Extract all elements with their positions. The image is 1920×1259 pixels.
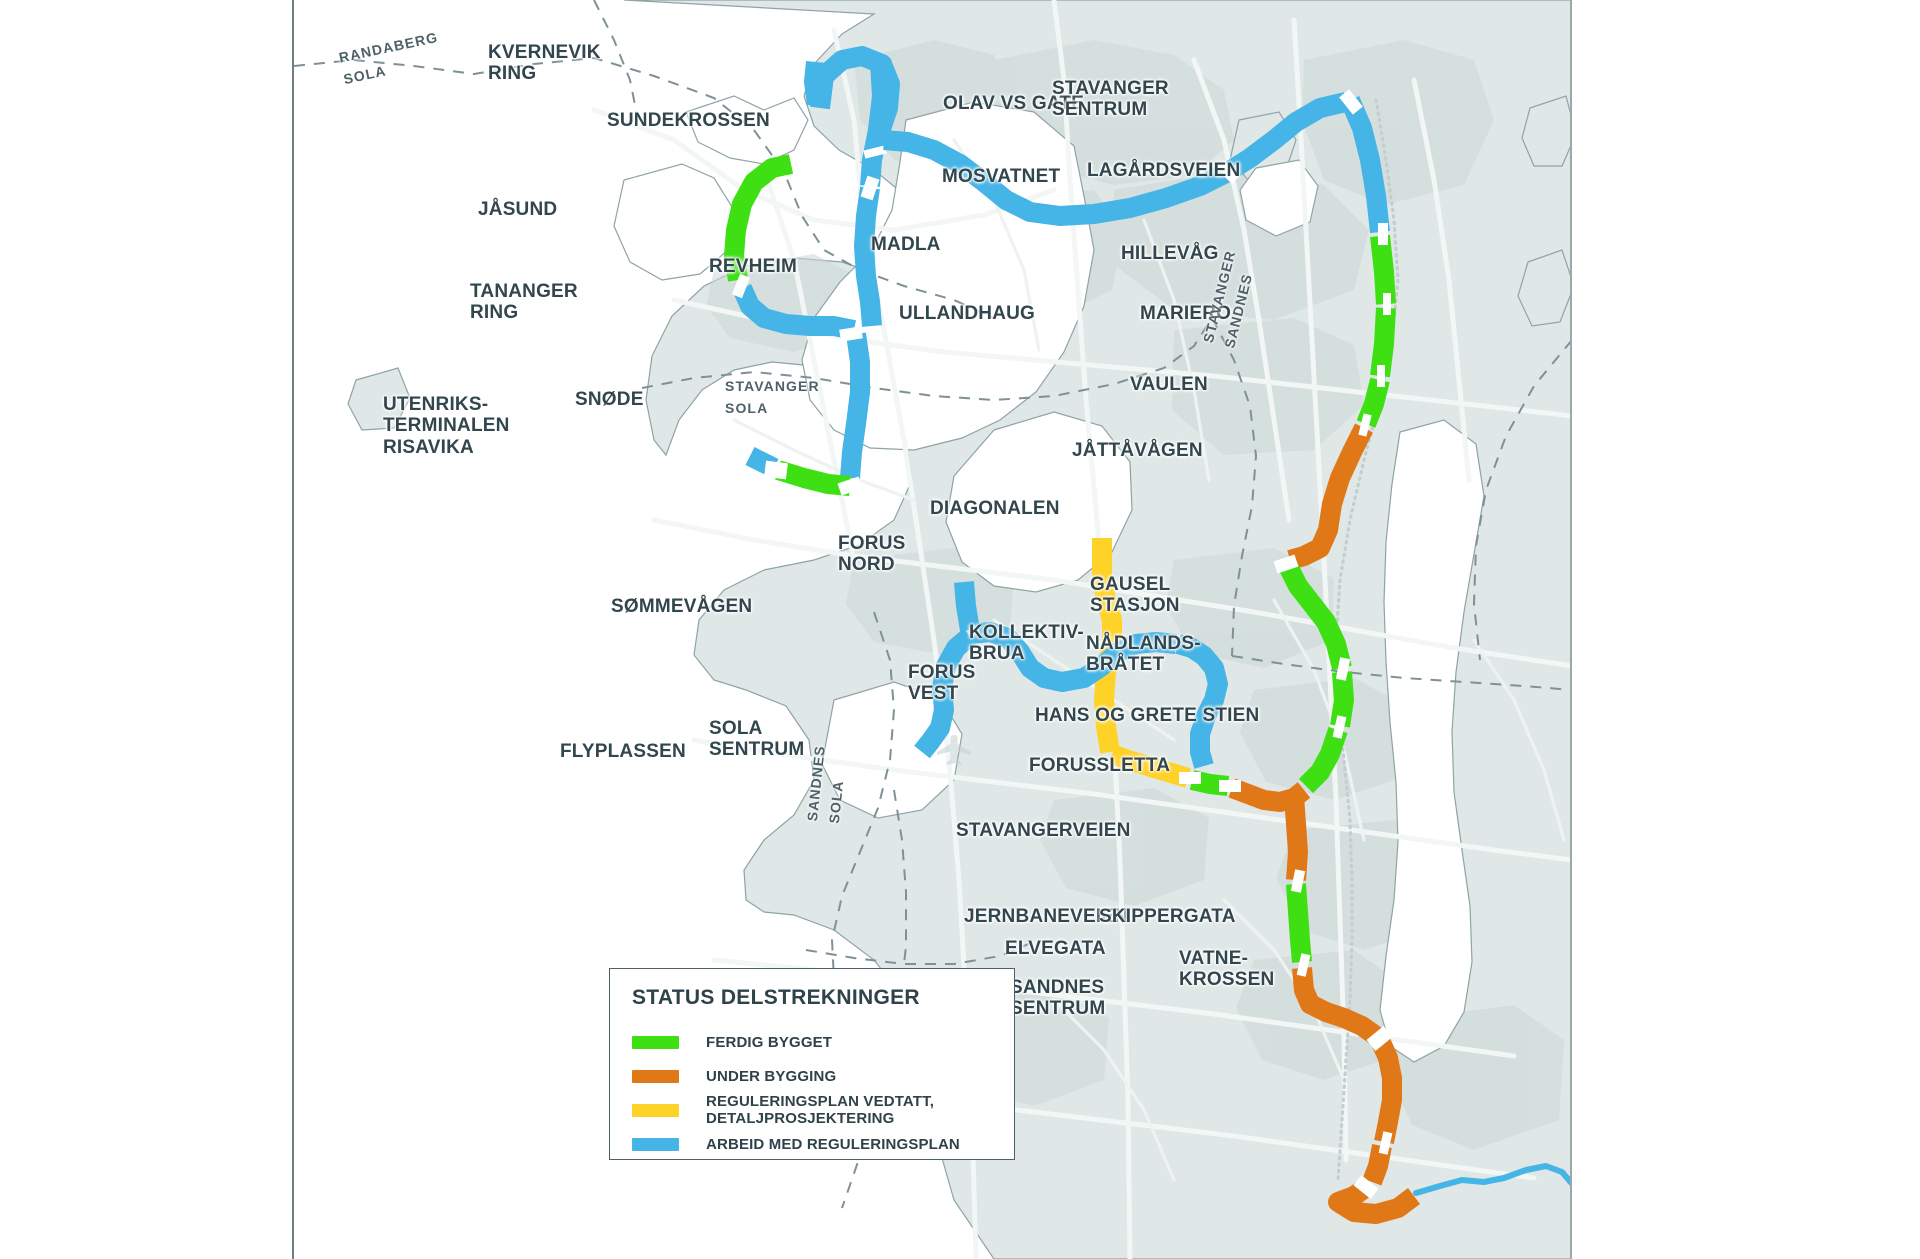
place-label-olav-vs-gate: OLAV VS GATE (943, 93, 1085, 114)
route-forus-nord (1092, 538, 1122, 754)
route-forus-vest (1108, 744, 1191, 788)
place-label-nadlandsbratet: NÅDLANDS- BRÅTET (1086, 633, 1201, 676)
base-map-svg: .land { fill:#dfe8e7; stroke:#8fa3a6; st… (294, 0, 1570, 1259)
place-label-jattavagen: JÅTTÅVÅGEN (1072, 440, 1203, 461)
route-diagonalen-gausel (1279, 561, 1352, 671)
place-label-diagonalen: DIAGONALEN (930, 498, 1060, 519)
route-hans-og-grete-stien (1284, 795, 1308, 881)
route-jattavagen (1287, 423, 1373, 570)
place-label-flyplassen: FLYPLASSEN (560, 741, 686, 762)
place-label-lagardsveien: LAGÅRDSVEIEN (1087, 160, 1241, 181)
route-sandnes-sentrum (1328, 1177, 1420, 1224)
route-sommevagen-north (954, 581, 980, 632)
place-label-jasund: JÅSUND (478, 199, 558, 220)
place-label-madla: MADLA (871, 234, 941, 255)
legend-item-1[interactable]: UNDER BYGGING (632, 1059, 992, 1093)
place-label-forus-nord: FORUS NORD (838, 533, 906, 576)
legend-item-0[interactable]: FERDIG BYGGET (632, 1025, 992, 1059)
route-sundekrossen-stavanger (860, 61, 892, 187)
place-label-sola-sentrum: SOLA SENTRUM (709, 718, 805, 761)
place-label-forus-vest: FORUS VEST (908, 662, 976, 705)
place-label-mosvatnet: MOSVATNET (942, 166, 1061, 187)
place-label-sandnes-sentrum: SANDNES SENTRUM (1010, 977, 1106, 1020)
border-label-sandnes-sola-border: SANDNES SOLA (803, 744, 846, 825)
busway-routes (724, 46, 1570, 1224)
route-north-connector (854, 186, 882, 327)
route-snode (840, 332, 870, 479)
place-label-gausel-stasjon: GAUSEL STASJON (1090, 574, 1180, 617)
route-jasund (724, 154, 794, 282)
place-label-hillevag: HILLEVÅG (1121, 243, 1219, 264)
place-label-hans-og-grete-stien: HANS OG GRETE STIEN (1035, 705, 1260, 726)
place-label-forussletta: FORUSSLETTA (1029, 755, 1171, 776)
place-label-vatnekrossen: VATNE- KROSSEN (1179, 948, 1275, 991)
legend-swatch-3 (632, 1137, 679, 1151)
place-label-skippergata: SKIPPERGATA (1099, 906, 1236, 927)
route-lagardsveien (1340, 96, 1390, 234)
route-forussletta (1286, 883, 1312, 963)
place-label-snode: SNØDE (575, 389, 644, 410)
legend-panel: STATUS DELSTREKNINGER FERDIG BYGGET UNDER… (609, 968, 1015, 1160)
legend-item-3[interactable]: ARBEID MED REGULERINGSPLAN (632, 1127, 992, 1161)
legend-swatch-2 (632, 1103, 679, 1117)
place-label-tanangerring: TANANGER RING (470, 281, 578, 324)
place-label-kvernevik-ring: KVERNEVIK RING (488, 42, 601, 85)
airplane-icon (937, 735, 971, 765)
map-canvas[interactable]: .land { fill:#dfe8e7; stroke:#8fa3a6; st… (292, 0, 1572, 1259)
route-forus-connector (1175, 634, 1228, 769)
legend-swatch-0 (632, 1035, 679, 1049)
place-label-sommevagen: SØMMEVÅGEN (611, 596, 753, 617)
legend-rows: FERDIG BYGGET UNDER BYGGING REGULERINGSPLA… (632, 1025, 992, 1161)
legend-label-0: FERDIG BYGGET (706, 1033, 833, 1051)
route-vatnekrossen (1413, 1163, 1570, 1196)
place-label-utenriksterminalen: UTENRIKS- TERMINALEN RISAVIKA (383, 394, 510, 458)
legend-title: STATUS DELSTREKNINGER (632, 986, 920, 1009)
legend-label-1: UNDER BYGGING (706, 1067, 837, 1085)
place-label-vaulen: VAULEN (1130, 374, 1208, 395)
place-label-ullandhaug: ULLANDHAUG (899, 303, 1036, 324)
place-label-mariero: MARIERO (1140, 303, 1232, 324)
route-sommevagen (914, 628, 977, 759)
legend-swatch-1 (632, 1069, 679, 1083)
place-label-stavangerveien: STAVANGERVEIEN (956, 820, 1131, 841)
legend-label-3: ARBEID MED REGULERINGSPLAN (706, 1135, 960, 1153)
route-sola-sentrum (969, 622, 1177, 692)
place-label-sundekrossen: SUNDEKROSSEN (607, 110, 770, 131)
place-label-kollektivbrua: KOLLEKTIV- BRUA (969, 622, 1084, 665)
place-label-revheim: REVHEIM (709, 256, 797, 277)
route-stavangerveien (1292, 967, 1382, 1045)
legend-label-2: REGULERINGSPLAN VEDTATT, DETALJPROSJEKTE… (706, 1093, 935, 1127)
route-tanangerring (732, 283, 856, 340)
place-label-stavanger-sentrum: STAVANGER SENTRUM (1052, 78, 1169, 121)
legend-item-2[interactable]: REGULERINGSPLAN VEDTATT, DETALJPROSJEKTE… (632, 1093, 992, 1127)
geography (294, 0, 1570, 1259)
border-label-stavanger-sola-border: STAVANGER SOLA (725, 378, 820, 416)
place-label-jernbaneveien: JERNBANEVEIEN (964, 906, 1129, 927)
place-label-elvegata: ELVEGATA (1005, 938, 1106, 959)
